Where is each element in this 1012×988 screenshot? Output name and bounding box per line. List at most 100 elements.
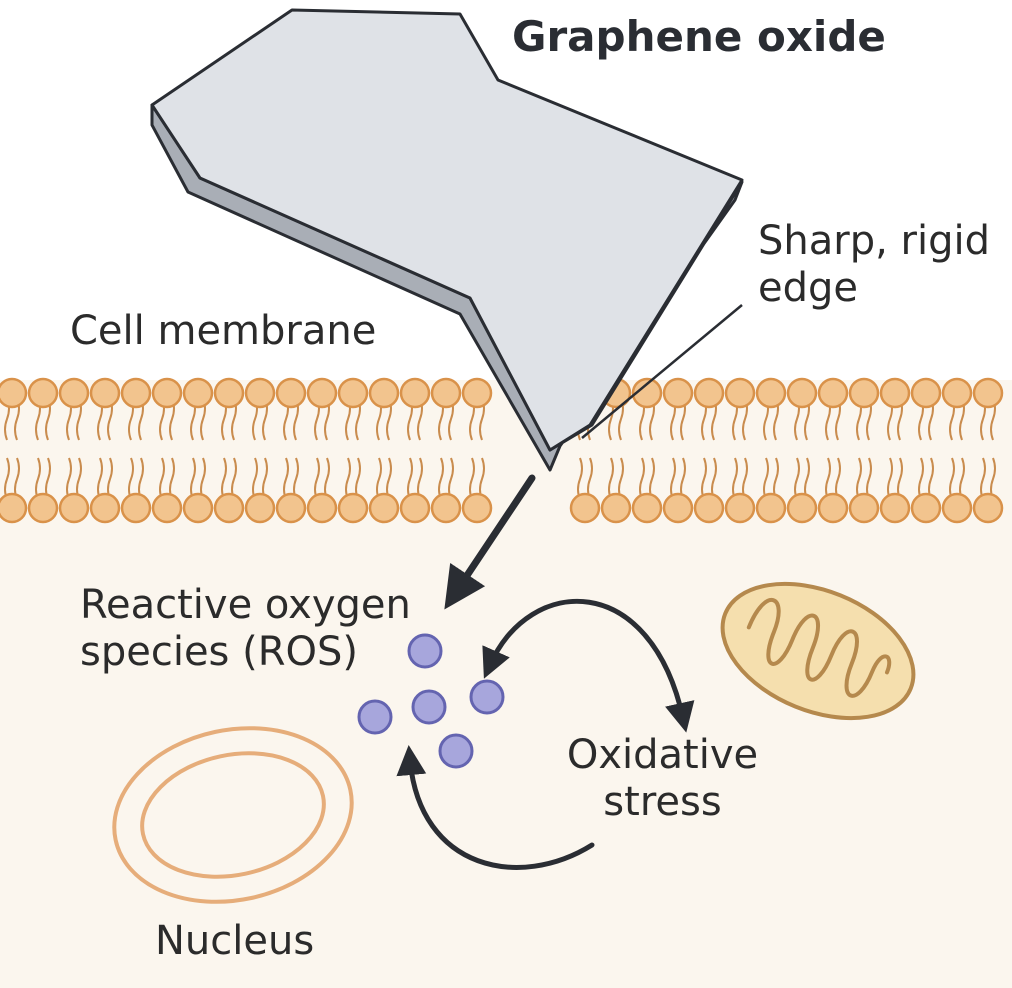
lipid-head: [941, 377, 973, 409]
lipid-head: [662, 492, 694, 524]
lipid-tail: [128, 457, 134, 501]
lipid-tail: [66, 457, 72, 501]
lipid-head: [461, 492, 493, 524]
ros-label-line1: Reactive oxygen: [80, 582, 411, 628]
lipid-head: [755, 377, 787, 409]
lipid-tail: [918, 457, 924, 501]
lipid-tail: [283, 457, 289, 501]
lipid-head: [306, 492, 338, 524]
lipid-head: [631, 377, 663, 409]
lipid-head: [182, 377, 214, 409]
lipid-head: [817, 492, 849, 524]
lipid-head: [430, 492, 462, 524]
stress-label-line1: Oxidative: [566, 732, 759, 778]
lipid-tail: [670, 457, 676, 501]
lipid-head: [430, 377, 462, 409]
lipid-tail: [35, 457, 41, 501]
stress-label-line2: stress: [603, 779, 722, 826]
lipid-head: [337, 492, 369, 524]
lipid-tail: [469, 457, 475, 501]
edge-label: Sharp, rigid edge: [758, 218, 990, 312]
ros-molecule: [411, 689, 447, 725]
lipid-head: [151, 377, 183, 409]
lipid-head: [27, 377, 59, 409]
lipid-head: [213, 492, 245, 524]
lipid-head: [0, 492, 28, 524]
lipid-head: [755, 492, 787, 524]
ros-molecule: [357, 699, 393, 735]
lipid-head: [569, 492, 601, 524]
lipid-head: [368, 377, 400, 409]
lipid-tail: [608, 457, 614, 501]
ros-label-line2: species (ROS): [80, 629, 358, 676]
lipid-tail: [407, 457, 413, 501]
lipid-tail: [221, 457, 227, 501]
edge-pointer-line: [581, 304, 743, 439]
lipid-head: [817, 377, 849, 409]
edge-label-line1: Sharp, rigid: [758, 218, 990, 264]
lipid-tail: [856, 457, 862, 501]
lipid-head: [58, 492, 90, 524]
lipid-head: [275, 377, 307, 409]
lipid-tail: [949, 457, 955, 501]
lipid-tail: [4, 457, 10, 501]
nucleus-label: Nucleus: [155, 918, 315, 964]
lipid-head: [120, 377, 152, 409]
lipid-head: [848, 492, 880, 524]
lipid-tail: [887, 457, 893, 501]
lipid-head: [0, 377, 28, 409]
lipid-tail: [376, 457, 382, 501]
lipid-head: [693, 492, 725, 524]
lipid-tail: [701, 457, 707, 501]
ros-molecule: [407, 633, 443, 669]
lipid-tail: [190, 457, 196, 501]
lipid-head: [89, 492, 121, 524]
sheet-top-face: [150, 8, 744, 452]
ros-label: Reactive oxygen species (ROS): [80, 582, 411, 676]
lipid-head: [693, 377, 725, 409]
membrane-label: Cell membrane: [70, 308, 377, 354]
mitochondrion-cristae: [746, 598, 892, 698]
oxidative-stress-label: Oxidative stress: [545, 732, 780, 826]
lipid-tail: [763, 457, 769, 501]
lipid-head: [461, 377, 493, 409]
arrow-sheet-to-ros: [444, 474, 536, 610]
lipid-head: [213, 377, 245, 409]
lipid-tail: [794, 457, 800, 501]
lipid-head: [786, 377, 818, 409]
lipid-tail: [314, 457, 320, 501]
lipid-head: [879, 377, 911, 409]
lipid-head: [848, 377, 880, 409]
lipid-head: [275, 492, 307, 524]
lipid-bilayer-left: [0, 377, 493, 524]
lipid-head: [399, 492, 431, 524]
lipid-head: [58, 377, 90, 409]
lipid-head: [244, 377, 276, 409]
cycle-arrow-top: [482, 598, 695, 733]
mitochondrion-icon: [720, 581, 916, 721]
lipid-head: [244, 492, 276, 524]
lipid-head: [879, 492, 911, 524]
lipid-head: [662, 377, 694, 409]
lipid-head: [120, 492, 152, 524]
lipid-tail: [639, 457, 645, 501]
lipid-tail: [980, 457, 986, 501]
lipid-tail: [345, 457, 351, 501]
lipid-head: [182, 492, 214, 524]
lipid-head: [151, 492, 183, 524]
lipid-head: [27, 492, 59, 524]
nucleus-inner: [140, 751, 326, 879]
lipid-head: [910, 492, 942, 524]
nucleus-icon: [112, 726, 354, 904]
lipid-head: [337, 377, 369, 409]
lipid-head: [631, 492, 663, 524]
lipid-head: [306, 377, 338, 409]
lipid-tail: [252, 457, 258, 501]
lipid-tail: [825, 457, 831, 501]
graphene-oxide-sheet-icon: [150, 8, 744, 472]
cycle-arrow-bottom: [396, 745, 595, 870]
lipid-tail: [438, 457, 444, 501]
lipid-tail: [159, 457, 165, 501]
